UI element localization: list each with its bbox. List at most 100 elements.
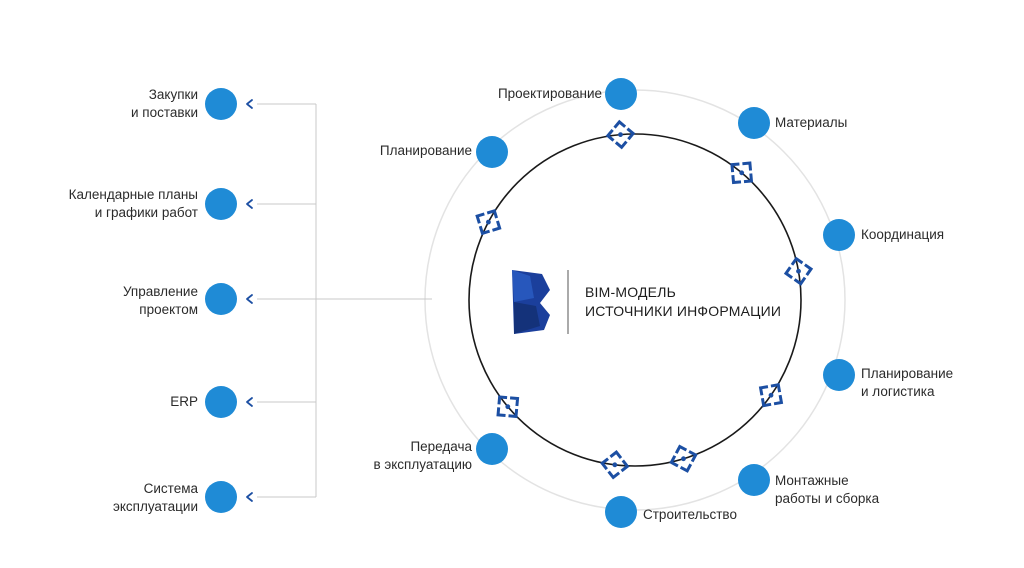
bracket-corner bbox=[679, 463, 693, 473]
bracket-corner bbox=[758, 385, 769, 396]
node-koordinatsiya[interactable] bbox=[823, 219, 855, 251]
label-planirovanie-logistika: Планирование и логистика bbox=[861, 365, 953, 401]
bracket-corner bbox=[790, 256, 804, 266]
label-peredacha: Передача в эксплуатацию bbox=[373, 438, 472, 474]
left-label-kalendarnye-plany: Календарные планы и графики работ bbox=[69, 186, 198, 222]
bracket-dot bbox=[739, 170, 745, 176]
chevron-left-icon bbox=[246, 99, 253, 109]
bracket-corner bbox=[804, 263, 814, 276]
label-line: ERP bbox=[170, 394, 198, 409]
bracket-corner bbox=[609, 450, 623, 460]
bracket-dot bbox=[485, 219, 491, 225]
label-line: Передача bbox=[410, 439, 472, 454]
node-planirovanie[interactable] bbox=[476, 136, 508, 168]
label-line: Материалы bbox=[775, 115, 848, 130]
left-label-zakupki: Закупки и поставки bbox=[131, 86, 198, 122]
focus-bracket-icon bbox=[758, 383, 784, 408]
label-line: Закупки bbox=[148, 87, 198, 102]
label-line: работы и сборка bbox=[775, 491, 880, 506]
label-line: Координация bbox=[861, 227, 945, 242]
chevron-left-icon bbox=[246, 397, 253, 407]
label-line: и логистика bbox=[861, 384, 935, 399]
node-stroitelstvo[interactable] bbox=[605, 496, 637, 528]
left-node-zakupki[interactable] bbox=[205, 88, 237, 120]
bracket-dot bbox=[618, 132, 623, 138]
focus-bracket-icon bbox=[783, 256, 814, 286]
bracket-corner bbox=[731, 174, 742, 185]
focus-bracket-icon bbox=[605, 119, 636, 150]
bracket-dot bbox=[768, 392, 774, 398]
left-node-upravlenie[interactable] bbox=[205, 283, 237, 315]
center-title-line2: ИСТОЧНИКИ ИНФОРМАЦИИ bbox=[585, 303, 782, 319]
bracket-corner bbox=[760, 397, 772, 408]
focus-bracket-icon bbox=[669, 444, 698, 473]
label-line: эксплуатации bbox=[112, 499, 198, 514]
left-node-kalendarnye-plany[interactable] bbox=[205, 188, 237, 220]
bracket-corner bbox=[743, 173, 754, 184]
center-title: BIM-МОДЕЛЬ ИСТОЧНИКИ ИНФОРМАЦИИ bbox=[585, 283, 781, 321]
center-title-line1: BIM-МОДЕЛЬ bbox=[585, 284, 676, 300]
bracket-dot bbox=[681, 456, 686, 462]
bracket-corner bbox=[509, 396, 520, 407]
bracket-corner bbox=[669, 455, 679, 468]
bracket-corner bbox=[508, 408, 519, 419]
main-ring bbox=[468, 133, 802, 467]
bracket-corner bbox=[496, 407, 506, 418]
bracket-corner bbox=[783, 266, 793, 279]
node-montazhnye-raboty[interactable] bbox=[738, 464, 770, 496]
node-materialy[interactable] bbox=[738, 107, 770, 139]
label-line: Монтажные bbox=[775, 473, 849, 488]
bracket-corner bbox=[620, 459, 630, 473]
label-koordinatsiya: Координация bbox=[861, 226, 944, 244]
bim-logo-icon bbox=[512, 270, 550, 334]
label-stroitelstvo: Строительство bbox=[643, 506, 737, 524]
chevron-left-icon bbox=[246, 294, 253, 304]
label-line: Строительство bbox=[643, 507, 737, 522]
bracket-corner bbox=[478, 225, 491, 236]
bracket-corner bbox=[793, 276, 807, 286]
focus-bracket-icon bbox=[475, 208, 502, 236]
bracket-dot bbox=[612, 462, 618, 468]
node-proektirovanie[interactable] bbox=[605, 78, 637, 110]
bracket-corner bbox=[626, 127, 636, 141]
left-node-erp[interactable] bbox=[205, 386, 237, 418]
bracket-corner bbox=[486, 208, 499, 219]
bracket-corner bbox=[688, 450, 698, 463]
chevron-left-icon bbox=[246, 492, 253, 502]
left-label-erp: ERP bbox=[170, 393, 198, 411]
focus-bracket-icon bbox=[496, 395, 520, 419]
label-line: и графики работ bbox=[94, 205, 198, 220]
bracket-corner bbox=[674, 444, 688, 454]
bracket-corner bbox=[475, 212, 485, 224]
bracket-dot bbox=[796, 268, 801, 274]
left-node-sistema[interactable] bbox=[205, 481, 237, 513]
bracket-corner bbox=[742, 161, 753, 171]
label-line: Система bbox=[143, 481, 198, 496]
label-planirovanie: Планирование bbox=[380, 142, 472, 160]
left-connector-lines bbox=[257, 103, 432, 498]
label-line: в эксплуатацию bbox=[373, 457, 472, 472]
label-montazhnye-raboty: Монтажные работы и сборка bbox=[775, 472, 879, 508]
bracket-corner bbox=[600, 457, 610, 471]
label-proektirovanie: Проектирование bbox=[498, 85, 602, 103]
node-peredacha[interactable] bbox=[476, 433, 508, 465]
bracket-corner bbox=[492, 220, 502, 232]
focus-bracket-icon bbox=[600, 450, 630, 480]
bracket-dot bbox=[505, 404, 511, 410]
label-line: Планирование bbox=[861, 366, 954, 381]
label-line: Управление bbox=[122, 284, 198, 299]
focus-bracket-icon bbox=[730, 161, 754, 185]
bracket-corner bbox=[730, 162, 740, 173]
bracket-corner bbox=[607, 470, 621, 480]
bracket-corner bbox=[605, 128, 615, 142]
label-line: проектом bbox=[139, 302, 198, 317]
left-label-sistema: Система эксплуатации bbox=[113, 480, 198, 516]
bracket-corner bbox=[497, 395, 508, 405]
node-planirovanie-logistika[interactable] bbox=[823, 359, 855, 391]
label-line: Проектирование bbox=[497, 86, 602, 101]
bracket-corner bbox=[614, 140, 628, 150]
bracket-corner bbox=[613, 119, 627, 129]
chevron-left-icon bbox=[246, 199, 253, 209]
bracket-corner bbox=[773, 394, 784, 406]
